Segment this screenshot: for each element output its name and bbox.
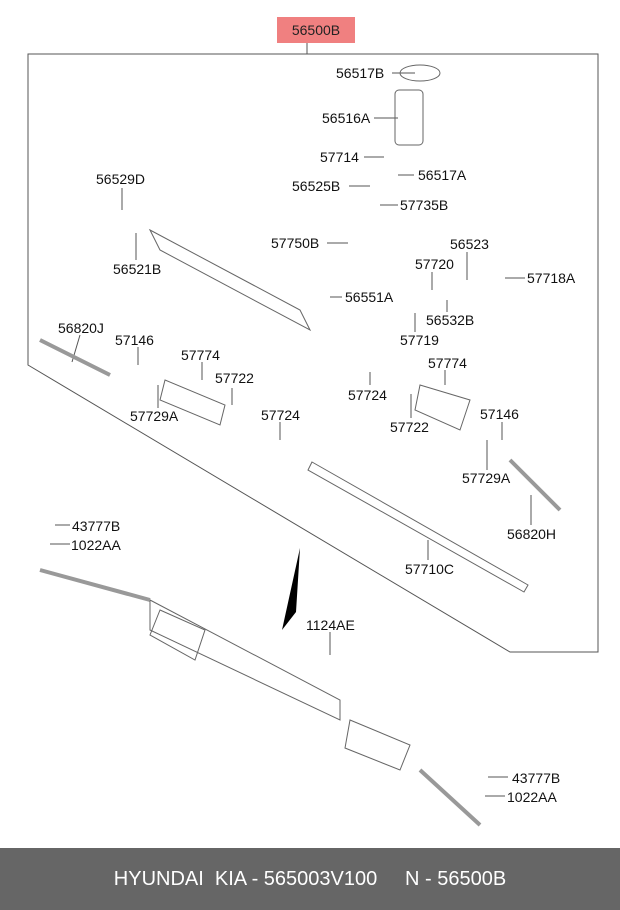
part-label-56820J[interactable]: 56820J bbox=[58, 320, 104, 336]
direction-arrow bbox=[282, 548, 300, 630]
exploded-view-frame bbox=[27, 43, 599, 653]
part-label-56525B[interactable]: 56525B bbox=[292, 178, 341, 194]
part-label-57146-left[interactable]: 57146 bbox=[115, 332, 154, 348]
assembly-label[interactable]: 56500B bbox=[277, 17, 355, 43]
part-label-56820H[interactable]: 56820H bbox=[507, 526, 557, 542]
parts-diagram: 56500B 56517B 56516A 57714 56517A 56525B… bbox=[27, 17, 599, 827]
part-label-43777B-left[interactable]: 43777B bbox=[72, 518, 121, 534]
part-label-57719[interactable]: 57719 bbox=[400, 332, 439, 348]
part-label-57718A[interactable]: 57718A bbox=[527, 270, 576, 286]
part-label-57714[interactable]: 57714 bbox=[320, 149, 359, 165]
part-label-57722-right[interactable]: 57722 bbox=[390, 419, 429, 435]
part-label-1022AA-right[interactable]: 1022AA bbox=[507, 789, 557, 805]
part-label-57146-right[interactable]: 57146 bbox=[480, 406, 519, 422]
part-label-1022AA-left[interactable]: 1022AA bbox=[71, 537, 121, 553]
part-label-56532B[interactable]: 56532B bbox=[426, 312, 475, 328]
part-label-57724-left[interactable]: 57724 bbox=[261, 407, 300, 423]
part-label-57729A-left[interactable]: 57729A bbox=[130, 408, 179, 424]
part-label-57710C[interactable]: 57710C bbox=[405, 561, 455, 577]
diagram-drawing bbox=[27, 43, 599, 827]
part-label-56517B[interactable]: 56517B bbox=[336, 65, 385, 81]
part-label-43777B-right[interactable]: 43777B bbox=[512, 770, 561, 786]
part-label-56529D[interactable]: 56529D bbox=[96, 171, 146, 187]
part-label-57735B[interactable]: 57735B bbox=[400, 197, 449, 213]
part-label-57774-left[interactable]: 57774 bbox=[181, 347, 220, 363]
part-label-56521B[interactable]: 56521B bbox=[113, 261, 162, 277]
part-label-56523[interactable]: 56523 bbox=[450, 236, 489, 252]
part-label-56517A[interactable]: 56517A bbox=[418, 167, 467, 183]
part-number-footer: HYUNDAI KIA - 565003V100 N - 56500B bbox=[0, 848, 620, 910]
part-label-57724-right[interactable]: 57724 bbox=[348, 387, 387, 403]
part-label-1124AE[interactable]: 1124AE bbox=[306, 617, 355, 633]
part-label-56551A[interactable]: 56551A bbox=[345, 289, 394, 305]
part-label-57774-right[interactable]: 57774 bbox=[428, 355, 467, 371]
part-label-56516A[interactable]: 56516A bbox=[322, 110, 371, 126]
part-label-57750B[interactable]: 57750B bbox=[271, 235, 320, 251]
part-label-57729A-right[interactable]: 57729A bbox=[462, 470, 511, 486]
part-label-57720[interactable]: 57720 bbox=[415, 256, 454, 272]
part-label-57722-left[interactable]: 57722 bbox=[215, 370, 254, 386]
